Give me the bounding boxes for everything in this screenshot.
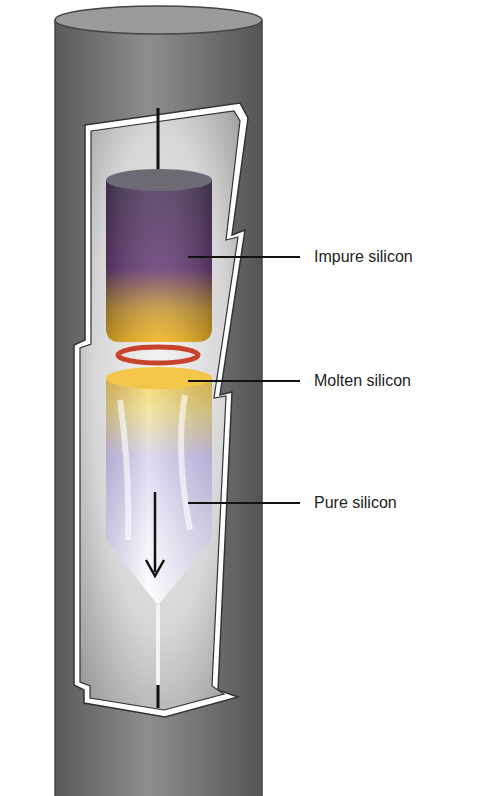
part-label: Impure silicon <box>314 247 413 266</box>
part-label: Pure silicon <box>314 493 397 512</box>
part-label: Molten silicon <box>314 371 411 390</box>
